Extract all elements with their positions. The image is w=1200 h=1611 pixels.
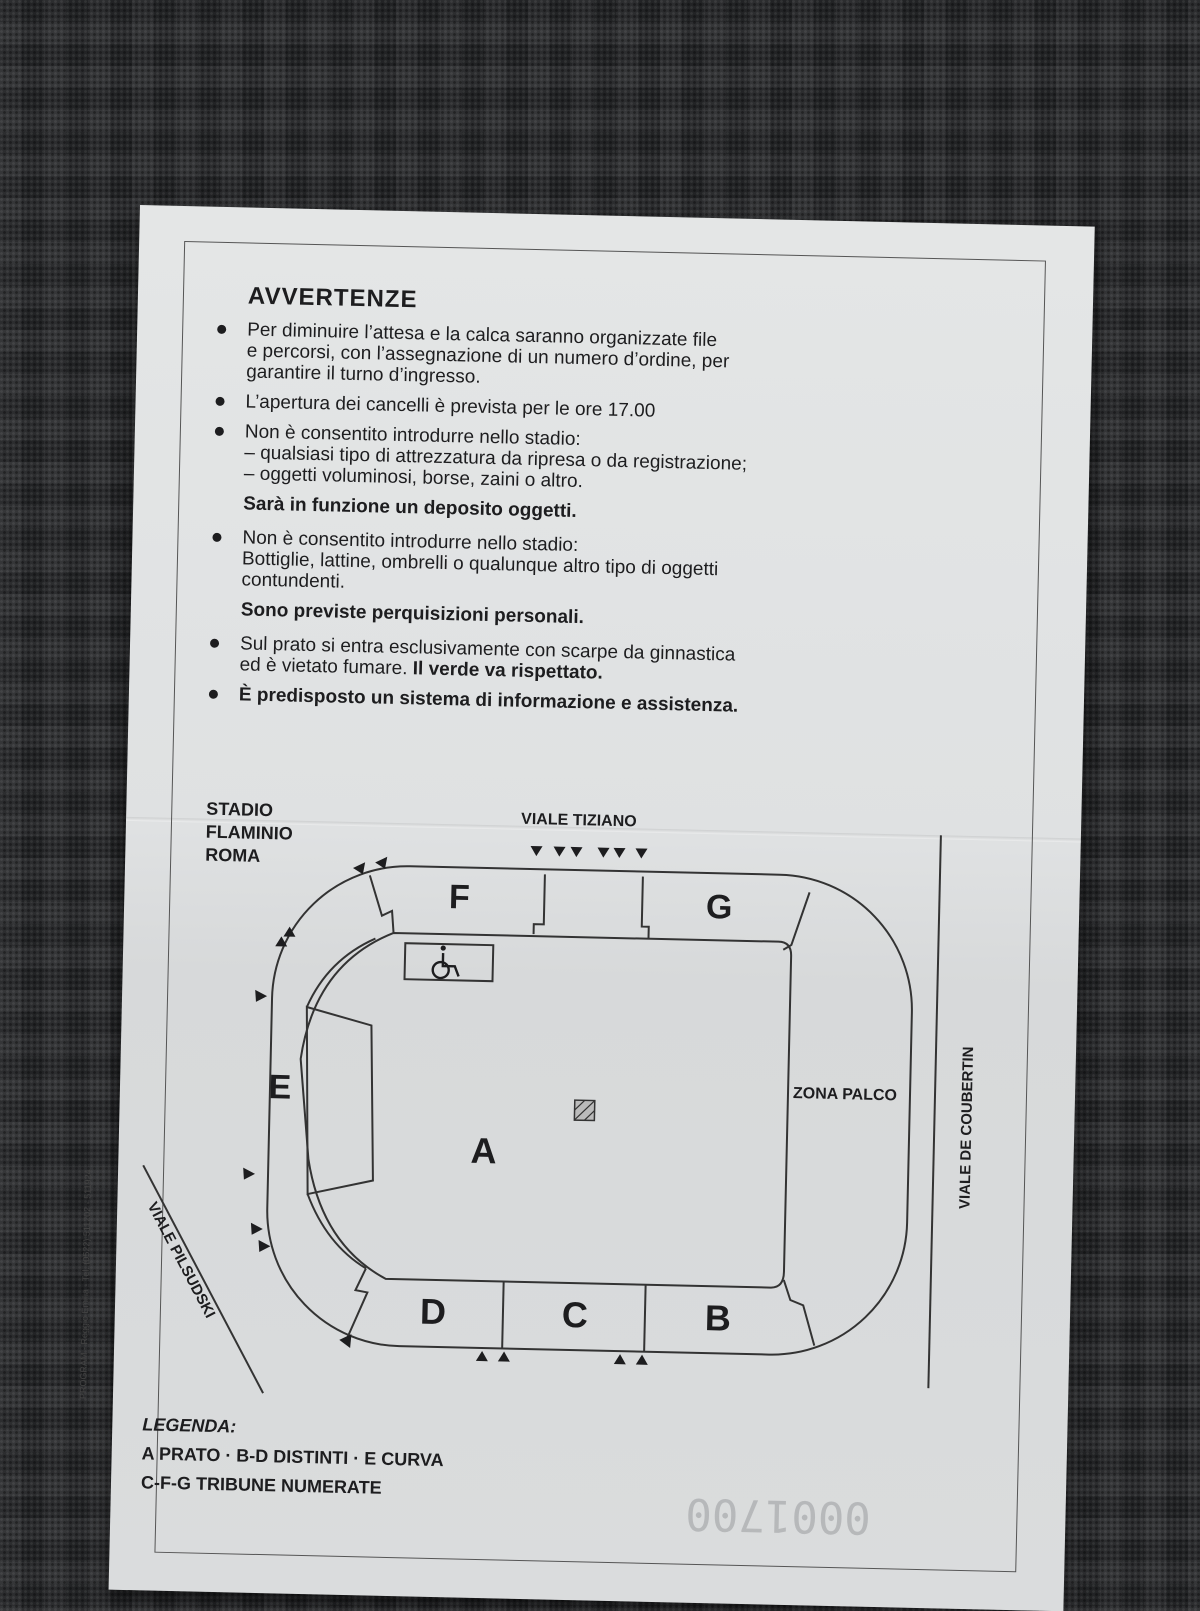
printer-credit: PROGRAM - Reggio Emilia - Tel. (0522) 51…: [77, 1169, 94, 1400]
sector-d-c-divider: [501, 1281, 505, 1349]
street-label-left: VIALE PILSUDSKI: [144, 1199, 219, 1321]
sector-d-label: D: [420, 1291, 447, 1333]
triangle-arrow-icon: [613, 847, 626, 859]
triangle-arrow-icon: [530, 846, 543, 857]
stadium-name-line: STADIO: [206, 799, 273, 821]
triangle-arrow-icon: [635, 1354, 648, 1365]
triangle-arrow-icon: [255, 989, 268, 1002]
triangle-arrow-icon: [353, 862, 366, 875]
sector-d-left-edge: [345, 1267, 369, 1341]
accessibility-area: [403, 942, 495, 983]
triangle-arrow-icon: [475, 1351, 488, 1362]
ticket-paper: AVVERTENZE Per diminuire l’attesa e la c…: [78, 205, 1095, 1611]
list-item: È predisposto un sistema di informazione…: [207, 684, 907, 721]
curva-e-block: [305, 1005, 374, 1196]
street-line-right: [927, 835, 942, 1389]
stadium-name-line: FLAMINIO: [206, 822, 293, 844]
warnings-list: Per diminuire l’attesa e la calca sarann…: [206, 319, 915, 730]
bullet-icon: [217, 324, 227, 334]
stadium-map: STADIO FLAMINIO ROMA VIALE TIZIANO VIALE…: [142, 799, 977, 1394]
street-label-right: VIALE DE COUBERTIN: [956, 1046, 977, 1209]
sector-g-left-edge: [640, 876, 650, 939]
triangle-arrow-icon: [375, 856, 388, 869]
deposit-note: Sarà in funzione un deposito oggetti.: [243, 493, 577, 522]
list-item: Sul prato si entra esclusivamente con sc…: [207, 633, 908, 691]
triangle-arrow-icon: [635, 848, 648, 859]
serial-stamp: 0001700: [684, 1487, 872, 1543]
triangle-arrow-icon: [250, 1222, 263, 1235]
sector-b-right-edge: [782, 1279, 816, 1346]
triangle-arrow-icon: [597, 847, 610, 858]
triangle-arrow-icon: [339, 1334, 352, 1349]
sector-a-label: A: [470, 1130, 497, 1172]
wheelchair-icon: [431, 945, 460, 980]
bullet-icon: [214, 426, 224, 436]
triangle-arrow-icon: [243, 1167, 256, 1180]
sector-c-b-divider: [643, 1284, 647, 1352]
sector-g-label: G: [706, 888, 733, 927]
triangle-arrow-icon: [275, 936, 288, 947]
page-title: AVVERTENZE: [247, 282, 418, 314]
triangle-arrow-icon: [258, 1239, 271, 1252]
triangle-arrow-icon: [613, 1354, 626, 1365]
list-item: Non è consentito introdurre nello stadio…: [212, 421, 913, 500]
street-line-left: [142, 1164, 264, 1394]
sector-f-right-edge: [532, 874, 546, 935]
list-item: Non è consentito introdurre nello stadio…: [209, 527, 910, 606]
street-label-top: VIALE TIZIANO: [521, 811, 637, 831]
sector-c-label: C: [561, 1294, 588, 1336]
curva-e-arc-bottom: [306, 1193, 367, 1270]
triangle-arrow-icon: [570, 846, 583, 858]
triangle-arrow-icon: [497, 1351, 510, 1362]
zona-palco-label: ZONA PALCO: [793, 1085, 897, 1104]
stadium-name-line: ROMA: [205, 845, 260, 866]
bullet-icon: [212, 532, 222, 542]
sector-b-label: B: [704, 1297, 731, 1339]
sector-g-right-edge: [782, 892, 811, 951]
list-item: L’apertura dei cancelli è prevista per l…: [213, 391, 913, 428]
search-note: Sono previste perquisizioni personali.: [240, 599, 585, 629]
bullet-icon: [215, 396, 225, 406]
sector-e-label: E: [268, 1068, 292, 1107]
triangle-arrow-icon: [553, 846, 566, 857]
sector-f-left-edge: [368, 875, 395, 934]
triangle-arrow-icon: [283, 926, 296, 937]
pitch-outline: [299, 931, 793, 1289]
legend: LEGENDA: A PRATO · B-D DISTINTI · E CURV…: [141, 1410, 445, 1504]
curva-e-arc-top: [305, 937, 376, 1008]
hatched-square-icon: [573, 1099, 596, 1122]
sector-f-label: F: [449, 878, 471, 916]
stadium-outer-ring: [266, 865, 913, 1356]
bullet-icon: [209, 638, 220, 648]
bullet-icon: [208, 689, 219, 699]
